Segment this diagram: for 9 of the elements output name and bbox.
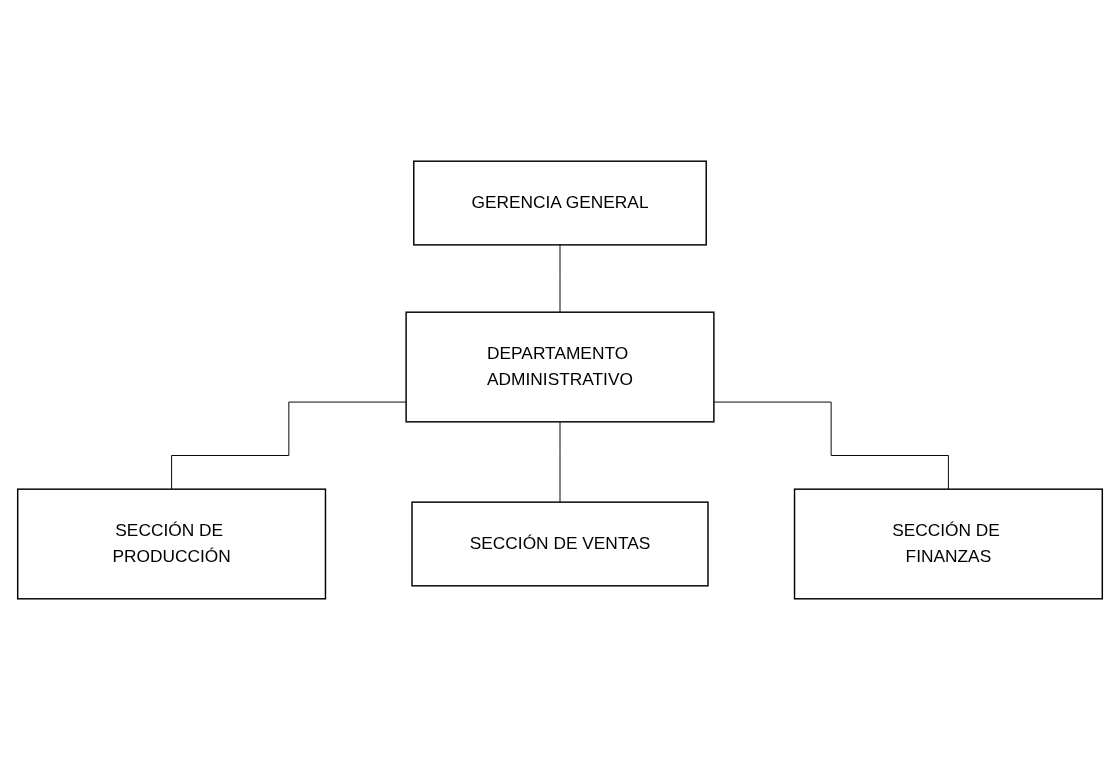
connector	[559, 420, 561, 503]
node-box: SECCIÓN DE FINANZAS	[793, 487, 1104, 600]
node-box: GERENCIA GENERAL	[413, 159, 707, 246]
connector	[559, 243, 561, 313]
node-box: DEPARTAMENTO ADMINISTRATIVO	[405, 310, 715, 423]
connector	[171, 401, 407, 490]
node-box: SECCIÓN DE VENTAS	[411, 500, 709, 587]
connector	[713, 401, 949, 490]
node-box: SECCIÓN DE PRODUCCIÓN	[16, 487, 327, 600]
